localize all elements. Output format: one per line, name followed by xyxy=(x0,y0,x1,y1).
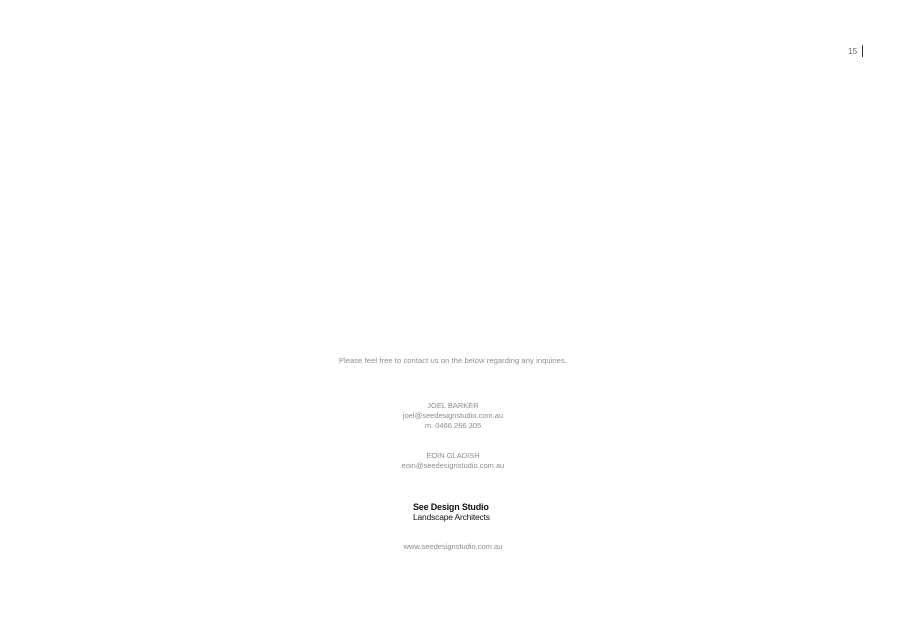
company-logo: See Design Studio Landscape Architects xyxy=(413,502,490,522)
website-link[interactable]: www.seedesignstudio.com.au xyxy=(403,542,503,551)
page-number: 15 xyxy=(848,46,858,56)
contact-name: JOEL BARKER xyxy=(427,401,479,410)
contact-card: JOEL BARKER joel@seedesignstudio.com.au … xyxy=(0,401,906,431)
logo-title: See Design Studio xyxy=(413,502,489,512)
intro-text: Please feel free to contact us on the be… xyxy=(338,356,568,365)
contact-name: EOIN GLADISH xyxy=(426,451,480,460)
page-number-area: 15 xyxy=(848,45,863,57)
contact-phone[interactable]: m. 0466 266 305 xyxy=(424,421,482,430)
contact-email[interactable]: eoin@seedesignstudio.com.au xyxy=(401,461,505,470)
page-number-divider xyxy=(861,45,863,57)
contact-card: EOIN GLADISH eoin@seedesignstudio.com.au xyxy=(0,451,906,471)
logo-subtitle: Landscape Architects xyxy=(413,512,490,522)
contact-email[interactable]: joel@seedesignstudio.com.au xyxy=(402,411,504,420)
